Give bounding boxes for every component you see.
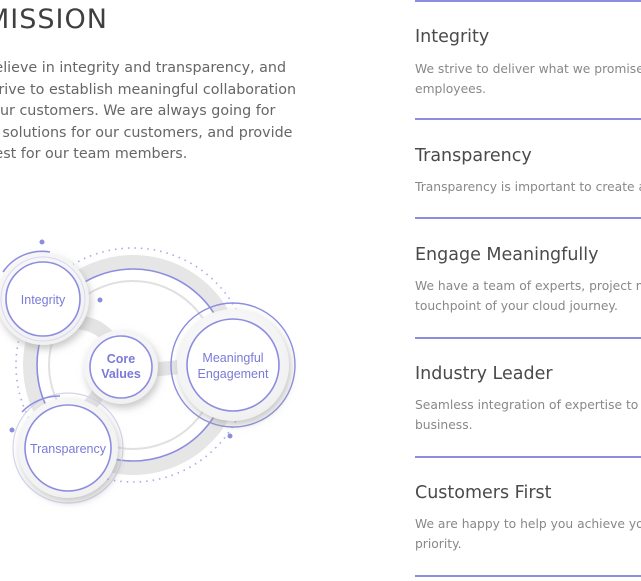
value-desc-integrity: We strive to deliver what we promise t e… [415, 62, 641, 96]
meaningful-label-line2: Engagement [198, 367, 269, 381]
value-title-transparency: Transparency [415, 146, 532, 166]
orbit-dot [227, 433, 233, 439]
orbit-dot [39, 239, 45, 245]
divider [415, 456, 641, 458]
integrity-node: Integrity [0, 250, 89, 345]
core-values-node: Core Values [84, 330, 158, 404]
meaningful-label-line1: Meaningful [202, 351, 263, 365]
core-label-line2: Values [101, 367, 141, 381]
value-title-integrity: Integrity [415, 27, 490, 47]
mission-text-line: e strive to establish meaningful collabo… [0, 81, 297, 98]
divider [415, 0, 641, 2]
value-desc-customers-first: We are happy to help you achieve you pri… [415, 517, 641, 551]
value-title-industry-leader: Industry Leader [415, 364, 553, 384]
value-title-customers-first: Customers First [415, 483, 552, 503]
mission-text-line: e believe in integrity and transparency,… [0, 60, 287, 76]
divider [415, 217, 641, 219]
divider [415, 337, 641, 339]
mission-text-line: tter solutions for our customers, and pr… [0, 124, 293, 141]
mission-text-line: th our customers. We are always going fo… [0, 103, 276, 119]
core-label-line1: Core [107, 352, 136, 366]
divider [415, 575, 641, 577]
value-desc-transparency: Transparency is important to create a [415, 180, 641, 194]
meaningful-engagement-node: Meaningful Engagement [170, 302, 296, 428]
core-values-diagram: Integrity Meaningful Engagement Transpar… [0, 232, 320, 522]
orbit-dot [9, 427, 15, 433]
value-desc-industry-leader: Seamless integration of expertise to c b… [415, 398, 639, 432]
transparency-node: Transparency [12, 392, 124, 504]
core-values-graphic: Integrity Meaningful Engagement Transpar… [0, 239, 296, 504]
integrity-label: Integrity [21, 293, 66, 307]
divider [415, 118, 641, 120]
mission-text-line: e best for our team members. [0, 146, 188, 162]
value-desc-engage: We have a team of experts, project ma to… [415, 279, 641, 313]
transparency-label: Transparency [30, 442, 107, 456]
mission-title: MISSION [0, 4, 108, 35]
value-title-engage: Engage Meaningfully [415, 245, 599, 265]
mission-text: e believe in integrity and transparency,… [0, 58, 312, 166]
orbit-dot [97, 297, 103, 303]
